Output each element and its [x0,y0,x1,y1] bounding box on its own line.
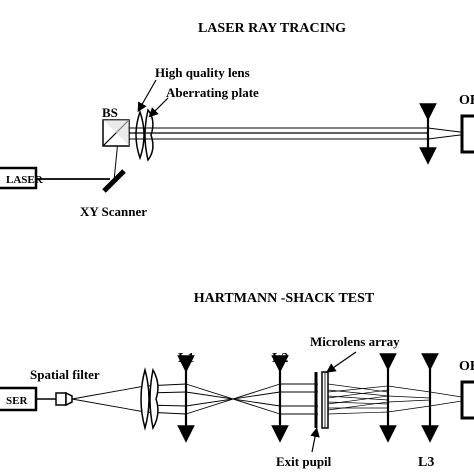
bottom-high-quality-lens [140,367,150,431]
l3-label: L3 [418,455,434,470]
top-laser-box: LASER [0,166,44,190]
bottom-objective-label: OB [459,359,474,374]
beam-splitter [102,119,130,147]
exit-pupil-pointer [310,427,320,453]
bottom-aberrating-plate [149,367,159,431]
scanner-to-bs-beam [113,139,119,182]
xy-scanner-label: XY Scanner [80,204,147,219]
bottom-beam-crossing [185,383,281,415]
spatial-filter-label: Spatial filter [30,367,100,382]
top-laser-label: LASER [6,174,44,186]
microlens-array [321,371,329,429]
bottom-title: HARTMANN -SHACK TEST [194,291,375,306]
top-beam-bundle [129,127,469,140]
top-title: LASER RAY TRACING [198,21,346,36]
l1-label: L1 [178,351,194,366]
l2-label: L2 [272,351,288,366]
bottom-beam-array [327,383,469,415]
microlens-pointer [326,351,357,373]
top-objective-label: OB [459,93,474,108]
plate-label: Aberrating plate [166,85,259,100]
microlens-label: Microlens array [310,334,400,349]
lens-label: High quality lens [155,65,250,80]
exit-pupil-label: Exit pupil [276,454,332,469]
bottom-laser-label: SER [6,395,28,407]
bs-label: BS [102,105,118,120]
spatial-filter [55,391,73,407]
high-quality-lens [135,109,145,161]
bottom-objective-box [460,380,474,420]
plate-pointer [148,97,169,118]
bottom-beam-diverging [71,383,187,415]
bottom-beam-to-pupil [280,383,318,415]
aberrating-plate [144,108,154,162]
top-objective-box [460,114,474,154]
lens-pointer [137,79,157,113]
bottom-laser-box: SER [0,386,38,412]
